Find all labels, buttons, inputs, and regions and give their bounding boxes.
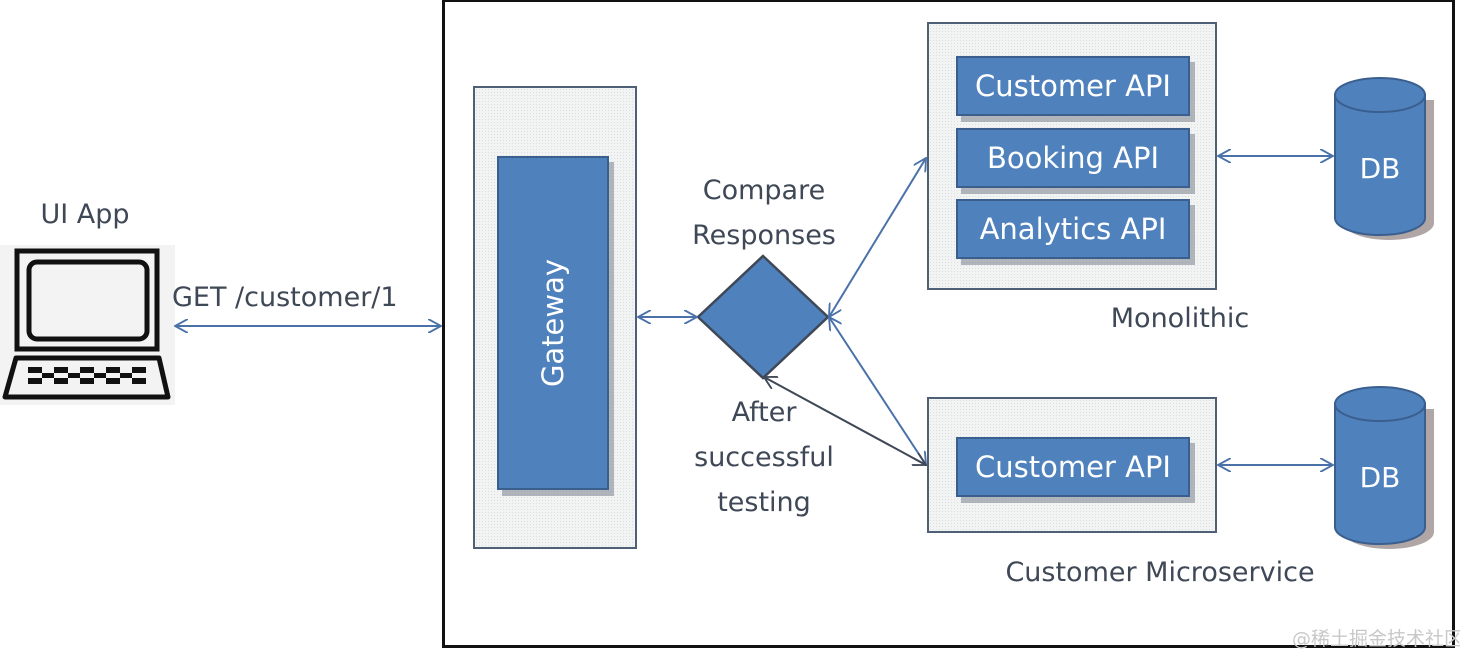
monolithic-analytics-api[interactable]: Analytics API xyxy=(956,199,1190,259)
system-boundary xyxy=(442,0,1455,648)
ui-app-label: UI App xyxy=(40,199,130,230)
microservice-db-icon xyxy=(1334,386,1434,549)
arrow-compare-to-microservice xyxy=(829,317,926,465)
arrow-after-testing xyxy=(764,377,926,465)
compare-label: Compare Responses xyxy=(674,168,854,258)
monolithic-db-label: DB xyxy=(1359,152,1401,185)
microservice-customer-api[interactable]: Customer API xyxy=(956,437,1190,497)
monolithic-db-icon xyxy=(1334,77,1434,240)
watermark: @稀土掘金技术社区 xyxy=(1292,628,1460,650)
monolithic-booking-api[interactable]: Booking API xyxy=(956,128,1190,188)
laptop-icon xyxy=(0,245,175,405)
monolithic-customer-api[interactable]: Customer API xyxy=(956,56,1190,116)
compare-diamond[interactable] xyxy=(696,254,830,380)
gateway-block[interactable]: Gateway xyxy=(497,156,609,490)
microservice-title: Customer Microservice xyxy=(1005,557,1315,588)
microservice-db-label: DB xyxy=(1359,461,1401,494)
compare-label-line1: Compare xyxy=(702,175,826,206)
monolithic-title: Monolithic xyxy=(1110,303,1250,334)
compare-label-line2: Responses xyxy=(692,220,836,251)
request-label: GET /customer/1 xyxy=(172,282,398,313)
after-line3: testing xyxy=(717,487,811,518)
arrow-compare-to-monolithic xyxy=(829,158,926,317)
